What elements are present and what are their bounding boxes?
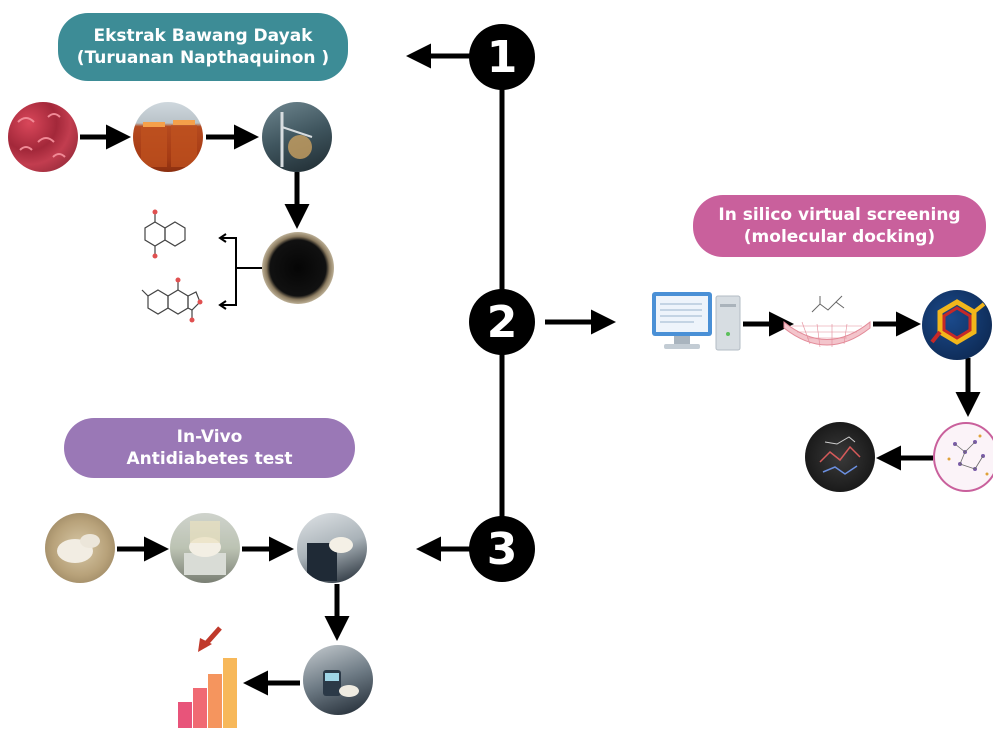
- invivo-title-line2: Antidiabetes test: [126, 449, 293, 469]
- extract-title-line2: (Turuanan Napthaquinon ): [76, 48, 330, 68]
- bracket-top: [222, 237, 262, 269]
- invivo-title-pill: In-Vivo Antidiabetes test: [64, 418, 355, 478]
- maceration-bottles-photo: [133, 102, 203, 172]
- step-2-badge: 2: [469, 289, 535, 355]
- insilico-title-pill: In silico virtual screening (molecular d…: [693, 195, 986, 257]
- insilico-title-line1: In silico virtual screening: [718, 205, 961, 225]
- interaction-diagram-photo: [933, 422, 993, 492]
- extract-title-line1: Ekstrak Bawang Dayak: [93, 26, 313, 46]
- test-animals-photo: [45, 513, 115, 583]
- extract-title-pill: Ekstrak Bawang Dayak (Turuanan Napthaqui…: [58, 13, 348, 81]
- docking-surface-icon: [782, 292, 872, 352]
- dark-extract-photo: [262, 232, 334, 304]
- oral-administration-photo: [297, 513, 367, 583]
- weighing-animal-photo: [170, 513, 240, 583]
- protein-ligand-complex-photo: [805, 422, 875, 492]
- insilico-title-line2: (molecular docking): [743, 227, 936, 247]
- computer-icon: [650, 290, 742, 352]
- step-3-badge: 3: [469, 516, 535, 582]
- ligand-3d-photo: [922, 290, 992, 360]
- blood-glucose-measurement-photo: [303, 645, 373, 715]
- step-1-badge: 1: [469, 24, 535, 90]
- rotary-evaporator-photo: [262, 102, 332, 172]
- dayak-onion-slices-photo: [8, 102, 78, 172]
- invivo-title-line1: In-Vivo: [176, 427, 243, 447]
- bracket-bottom: [222, 268, 237, 306]
- glucose-decrease-chart-icon: [174, 622, 242, 730]
